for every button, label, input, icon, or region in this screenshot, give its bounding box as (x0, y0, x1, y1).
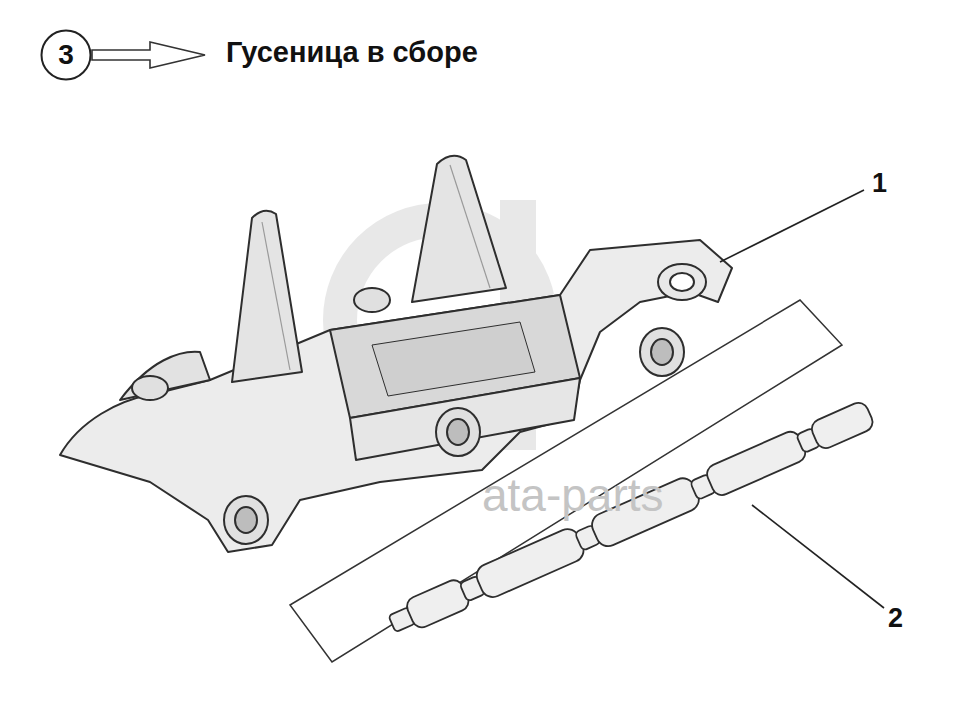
callout-number: 1 (872, 168, 887, 199)
callout-circle: 3 (40, 29, 92, 81)
track-pin (385, 398, 876, 640)
track-shoe (60, 156, 732, 552)
title: Гусеница в сборе (226, 36, 478, 69)
pin-frame (290, 300, 842, 662)
leader-line (752, 505, 884, 608)
title-arrow (92, 42, 205, 68)
callout-number: 3 (58, 39, 74, 71)
callout-number: 2 (888, 603, 903, 634)
leader-line (720, 190, 864, 262)
watermark: ata-parts (482, 468, 664, 522)
